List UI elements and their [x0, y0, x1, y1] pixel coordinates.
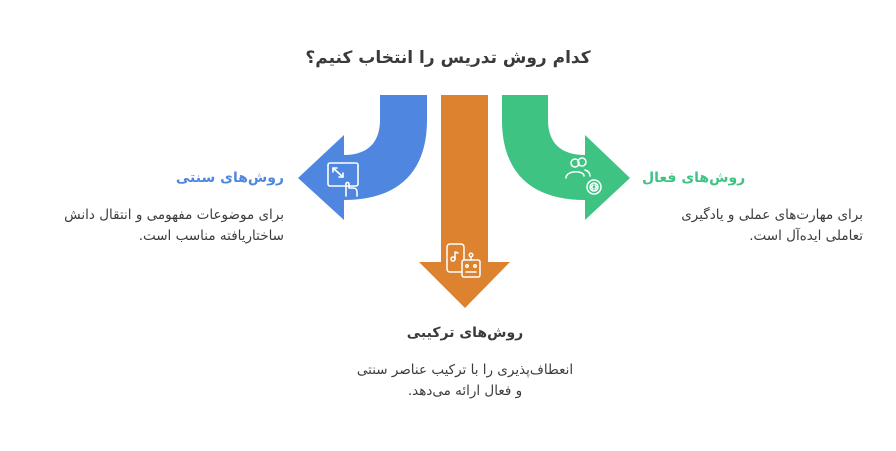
hybrid-arrow [419, 95, 510, 308]
active-arrow [502, 95, 630, 220]
hybrid-label: روش‌های ترکیبی [406, 325, 524, 341]
active-description-line2: تعاملی ایده‌آل است. [749, 228, 863, 244]
touch-resize-icon [327, 162, 359, 197]
users-code-icon [565, 157, 602, 195]
hybrid-description-line1: انعطاف‌پذیری را با ترکیب عناصر سنتی [356, 362, 574, 378]
active-label: روش‌های فعال [642, 170, 746, 186]
traditional-description-line2: ساختاریافته مناسب است. [138, 228, 284, 244]
hybrid-description-line2: و فعال ارائه می‌دهد. [407, 383, 523, 399]
traditional-description: برای موضوعات مفهومی و انتقال دانش ساختار… [4, 205, 284, 247]
active-description-line1: برای مهارت‌های عملی و یادگیری [681, 207, 863, 223]
phone-music-robot-icon [446, 243, 481, 278]
hybrid-description: انعطاف‌پذیری را با ترکیب عناصر سنتی و فع… [0, 360, 896, 402]
active-description: برای مهارت‌های عملی و یادگیری تعاملی اید… [620, 205, 863, 247]
diagram-title: کدام روش تدریس را انتخاب کنیم؟ [305, 48, 591, 68]
traditional-arrow [298, 95, 427, 220]
traditional-description-line1: برای موضوعات مفهومی و انتقال دانش [64, 207, 284, 223]
traditional-label: روش‌های سنتی [175, 170, 284, 186]
